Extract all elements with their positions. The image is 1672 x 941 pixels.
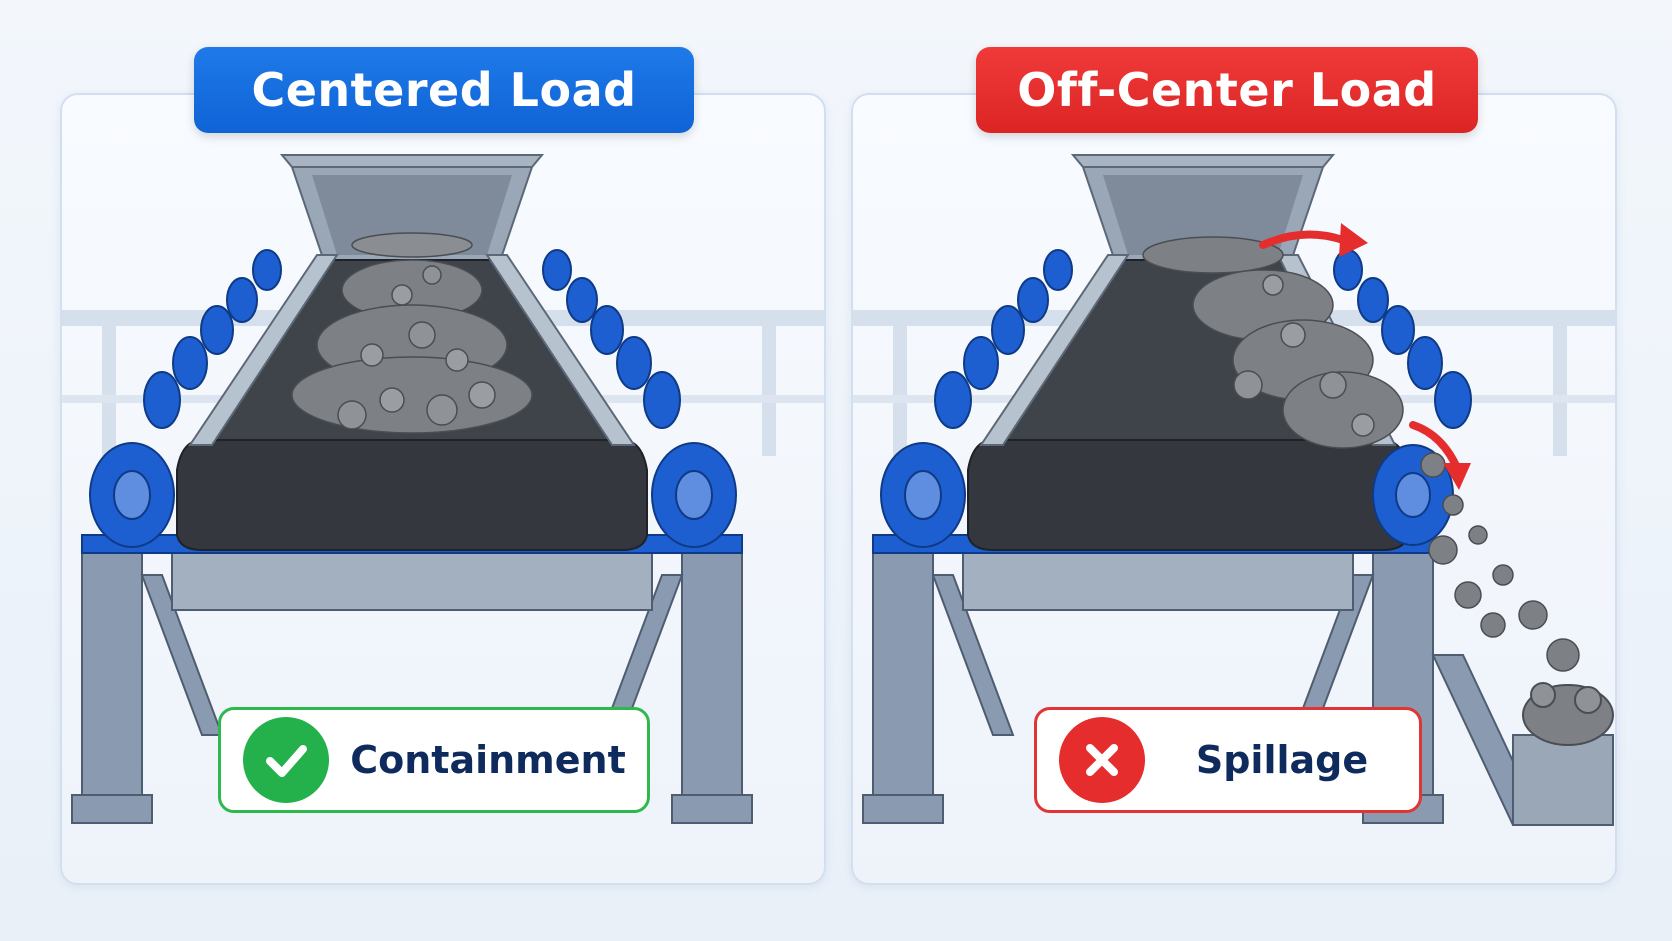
off-center-rock-pile <box>1142 236 1404 449</box>
centered-load-panel <box>60 93 826 885</box>
conveyor-belt <box>967 254 1409 551</box>
end-pulleys <box>89 442 737 548</box>
spillage-badge: Spillage <box>1034 707 1422 813</box>
spillage-label: Spillage <box>1195 738 1369 782</box>
spilled-rocks <box>1420 452 1580 672</box>
check-icon <box>243 717 329 803</box>
right-idler-row <box>542 249 681 429</box>
centered-load-title: Centered Load <box>194 47 694 133</box>
containment-badge: Containment <box>218 707 650 813</box>
arrowheads <box>1339 223 1471 490</box>
off-center-load-title: Off-Center Load <box>976 47 1478 133</box>
containment-label: Containment <box>350 738 626 782</box>
right-idler-row <box>1333 249 1472 429</box>
centered-rock-pile <box>291 232 533 434</box>
centered-conveyor-illustration <box>62 154 824 824</box>
off-center-conveyor-illustration <box>853 154 1615 826</box>
spill-bin <box>1431 654 1614 826</box>
x-icon <box>1059 717 1145 803</box>
spill-arrow-top <box>1259 230 1347 249</box>
left-idler-row <box>143 249 282 429</box>
left-idler-row <box>934 249 1073 429</box>
